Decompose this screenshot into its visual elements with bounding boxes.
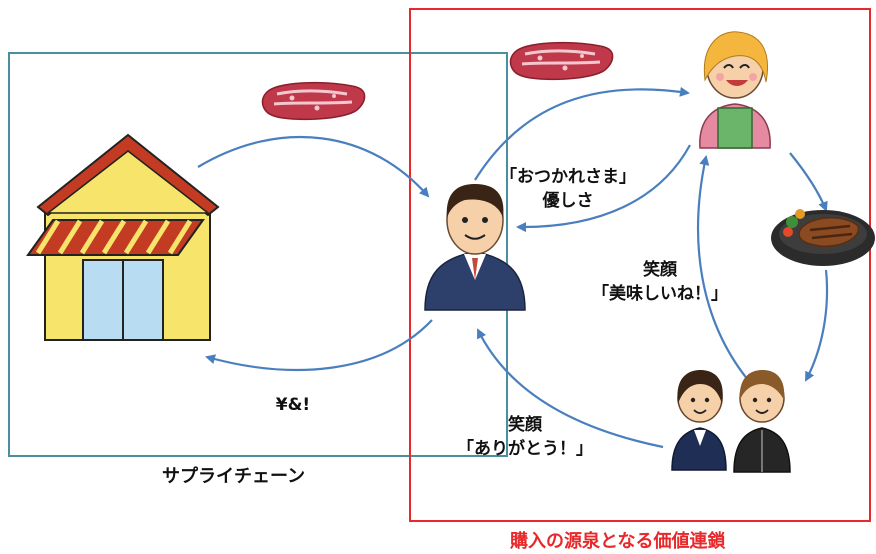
smile-label-family-line1: 笑顔 [643, 260, 677, 280]
supply-chain-caption: サプライチェーン [162, 466, 306, 487]
value-chain-box [409, 8, 871, 522]
arrow-man-to-shop [205, 319, 433, 372]
arrow-children-to-man [477, 328, 664, 449]
supply-chain-box [8, 52, 508, 457]
steak-plate-icon [771, 209, 875, 266]
smile-label-children: 笑顔 「ありがとう！」 [430, 413, 620, 461]
meat-icon [509, 41, 614, 81]
shop-icon [26, 133, 220, 341]
businessman-icon [424, 184, 526, 311]
children-icon [671, 370, 791, 473]
thanks-label: 「おつかれさま」 優しさ [468, 165, 668, 213]
smile-label-family-line2: 「美味しいね！」 [592, 284, 728, 304]
arrow-mother-to-man [516, 144, 691, 233]
meat-icon [261, 81, 366, 121]
arrow-man-to-mother [474, 86, 690, 181]
value-chain-caption: 購入の源泉となる価値連鎖 [510, 531, 726, 552]
arrow-mother-to-plate [789, 152, 828, 212]
arrow-plate-to-children [805, 269, 829, 382]
money-label: ¥&! [275, 395, 311, 415]
thanks-label-line2: 優しさ [542, 191, 594, 211]
smile-label-family: 笑顔 「美味しいね！」 [565, 258, 755, 306]
arrow-children-to-mother [696, 155, 749, 381]
smile-label-children-line2: 「ありがとう！」 [457, 439, 593, 459]
smile-label-children-line1: 笑顔 [508, 415, 542, 435]
mother-icon [699, 31, 771, 149]
thanks-label-line1: 「おつかれさま」 [500, 167, 636, 187]
arrow-shop-to-man [197, 135, 430, 198]
